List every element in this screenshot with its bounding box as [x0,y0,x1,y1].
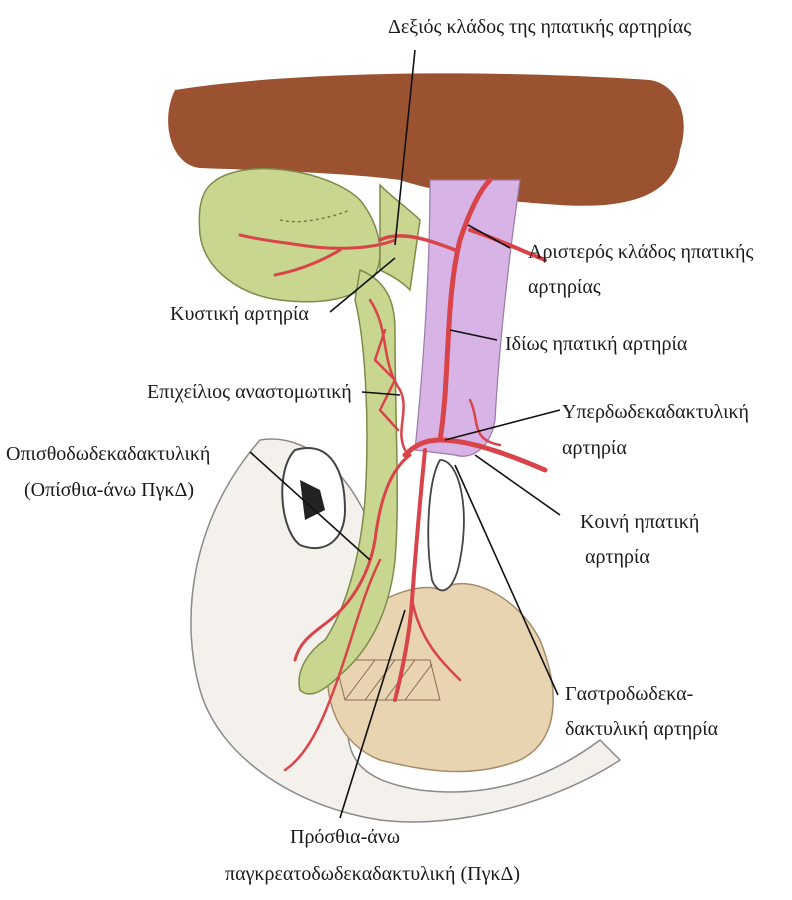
duodenal-lumen [428,460,464,590]
label-proper-hepatic-artery: Ιδίως ηπατική αρτηρία [505,333,688,355]
label-left-hepatic-branch-line1: Αριστερός κλάδος ηπατικής [528,241,754,263]
label-left-hepatic-branch-line2: αρτηρίας [528,276,601,298]
label-gastroduodenal-line2: δακτυλική αρτηρία [565,718,719,740]
label-common-hepatic-line1: Κοινή ηπατική [580,511,699,533]
label-cystic-artery: Κυστική αρτηρία [170,303,309,325]
gallbladder [199,169,380,302]
label-anterior-pd-line1: Πρόσθια-άνω [290,826,400,848]
label-common-hepatic-line2: αρτηρία [585,546,650,568]
label-gastroduodenal-line1: Γαστροδωδεκα- [565,683,693,705]
label-posterior-pd-line2: (Οπίσθια-άνω ΠγκΔ) [24,479,194,501]
label-posterior-pd-line1: Οπισθοδωδεκαδακτυλική [6,443,210,465]
label-right-hepatic-branch: Δεξιός κλάδος της ηπατικής αρτηρίας [388,16,691,38]
label-epicholedochal-anastomosis: Επιχείλιος αναστομωτική [147,381,352,403]
label-anterior-pd-line2: παγκρεατοδωδεκαδακτυλική (ΠγκΔ) [225,863,520,885]
label-supraduodenal-line2: αρτηρία [562,437,627,459]
label-supraduodenal-line1: Υπερδωδεκαδακτυλική [562,401,749,423]
